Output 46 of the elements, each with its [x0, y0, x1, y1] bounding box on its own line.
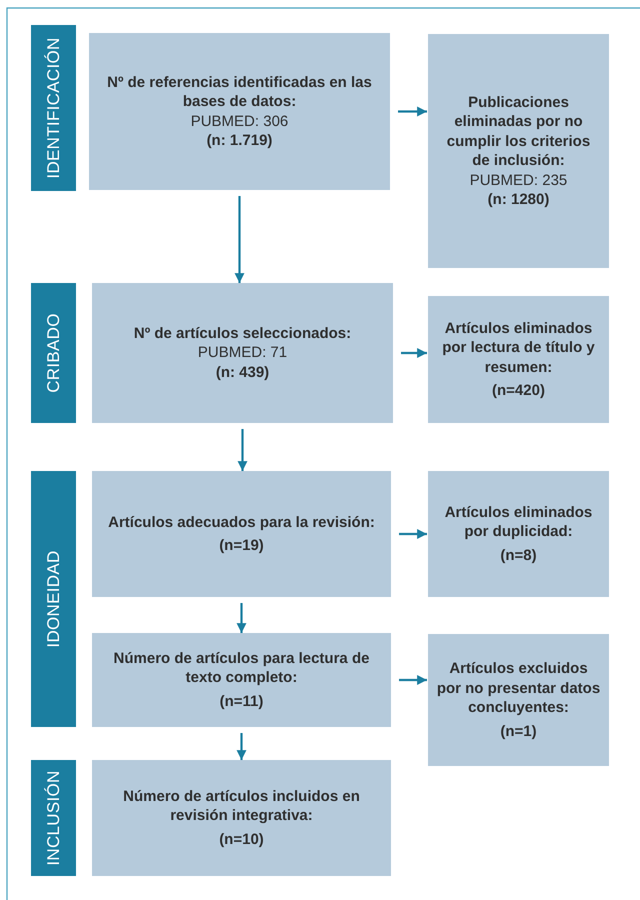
process-box — [428, 471, 609, 597]
box-heading: Número de artículos incluidos en revisión integrativa: — [122, 786, 361, 826]
process-box — [92, 283, 393, 423]
count-text: PUBMED: 71 — [198, 343, 288, 363]
phase-label: CRIBADO — [42, 313, 64, 393]
phase-label: IDENTIFICACIÓN — [42, 37, 64, 179]
total-count: (n=10) — [219, 830, 264, 850]
phase-band — [31, 283, 76, 423]
process-box — [92, 633, 391, 727]
process-box — [92, 471, 391, 597]
total-count: (n: 1280) — [488, 190, 550, 210]
box-heading: Número de artículos para lectura de texto completo: — [112, 648, 370, 688]
phase-label: IDONEIDAD — [42, 550, 64, 648]
box-heading: Nº de artículos seleccionados: — [134, 324, 352, 344]
box-heading: Artículos eliminados por lectura de título y resumen: — [441, 318, 596, 377]
process-box — [428, 34, 609, 268]
total-count: (n: 1.719) — [206, 131, 272, 150]
total-count: (n=8) — [500, 546, 537, 566]
phase-label: INCLUSIÓN — [42, 770, 64, 866]
process-box — [428, 296, 609, 423]
box-heading: Artículos eliminados por duplicidad: — [444, 502, 594, 542]
phase-band — [31, 25, 76, 191]
phase-band — [31, 471, 76, 727]
process-box — [428, 634, 609, 766]
box-heading: Artículos adecuados para la revisión: — [108, 512, 375, 532]
count-text: PUBMED: 235 — [470, 170, 568, 190]
total-count: (n: 439) — [216, 362, 270, 382]
arrow — [236, 733, 246, 760]
arrow — [401, 348, 427, 358]
arrow — [234, 196, 244, 283]
process-box — [89, 33, 390, 190]
box-heading: Artículos excluidos por no presentar datos concluyentes: — [436, 659, 601, 718]
arrow — [236, 603, 246, 633]
arrow — [399, 675, 427, 685]
box-heading: Publicaciones eliminadas por no cumplir los criterios de inclusión: — [446, 92, 592, 170]
process-box — [92, 760, 391, 876]
arrow — [399, 529, 427, 539]
arrow — [398, 106, 427, 116]
total-count: (n=420) — [492, 381, 545, 400]
box-heading: Nº de referencias identificadas en las bases de datos: — [106, 72, 373, 112]
count-text: PUBMED: 306 — [190, 112, 288, 131]
total-count: (n=19) — [219, 536, 264, 556]
arrow — [238, 429, 248, 471]
phase-band — [31, 760, 76, 876]
total-count: (n=1) — [500, 722, 537, 741]
total-count: (n=11) — [220, 692, 264, 712]
